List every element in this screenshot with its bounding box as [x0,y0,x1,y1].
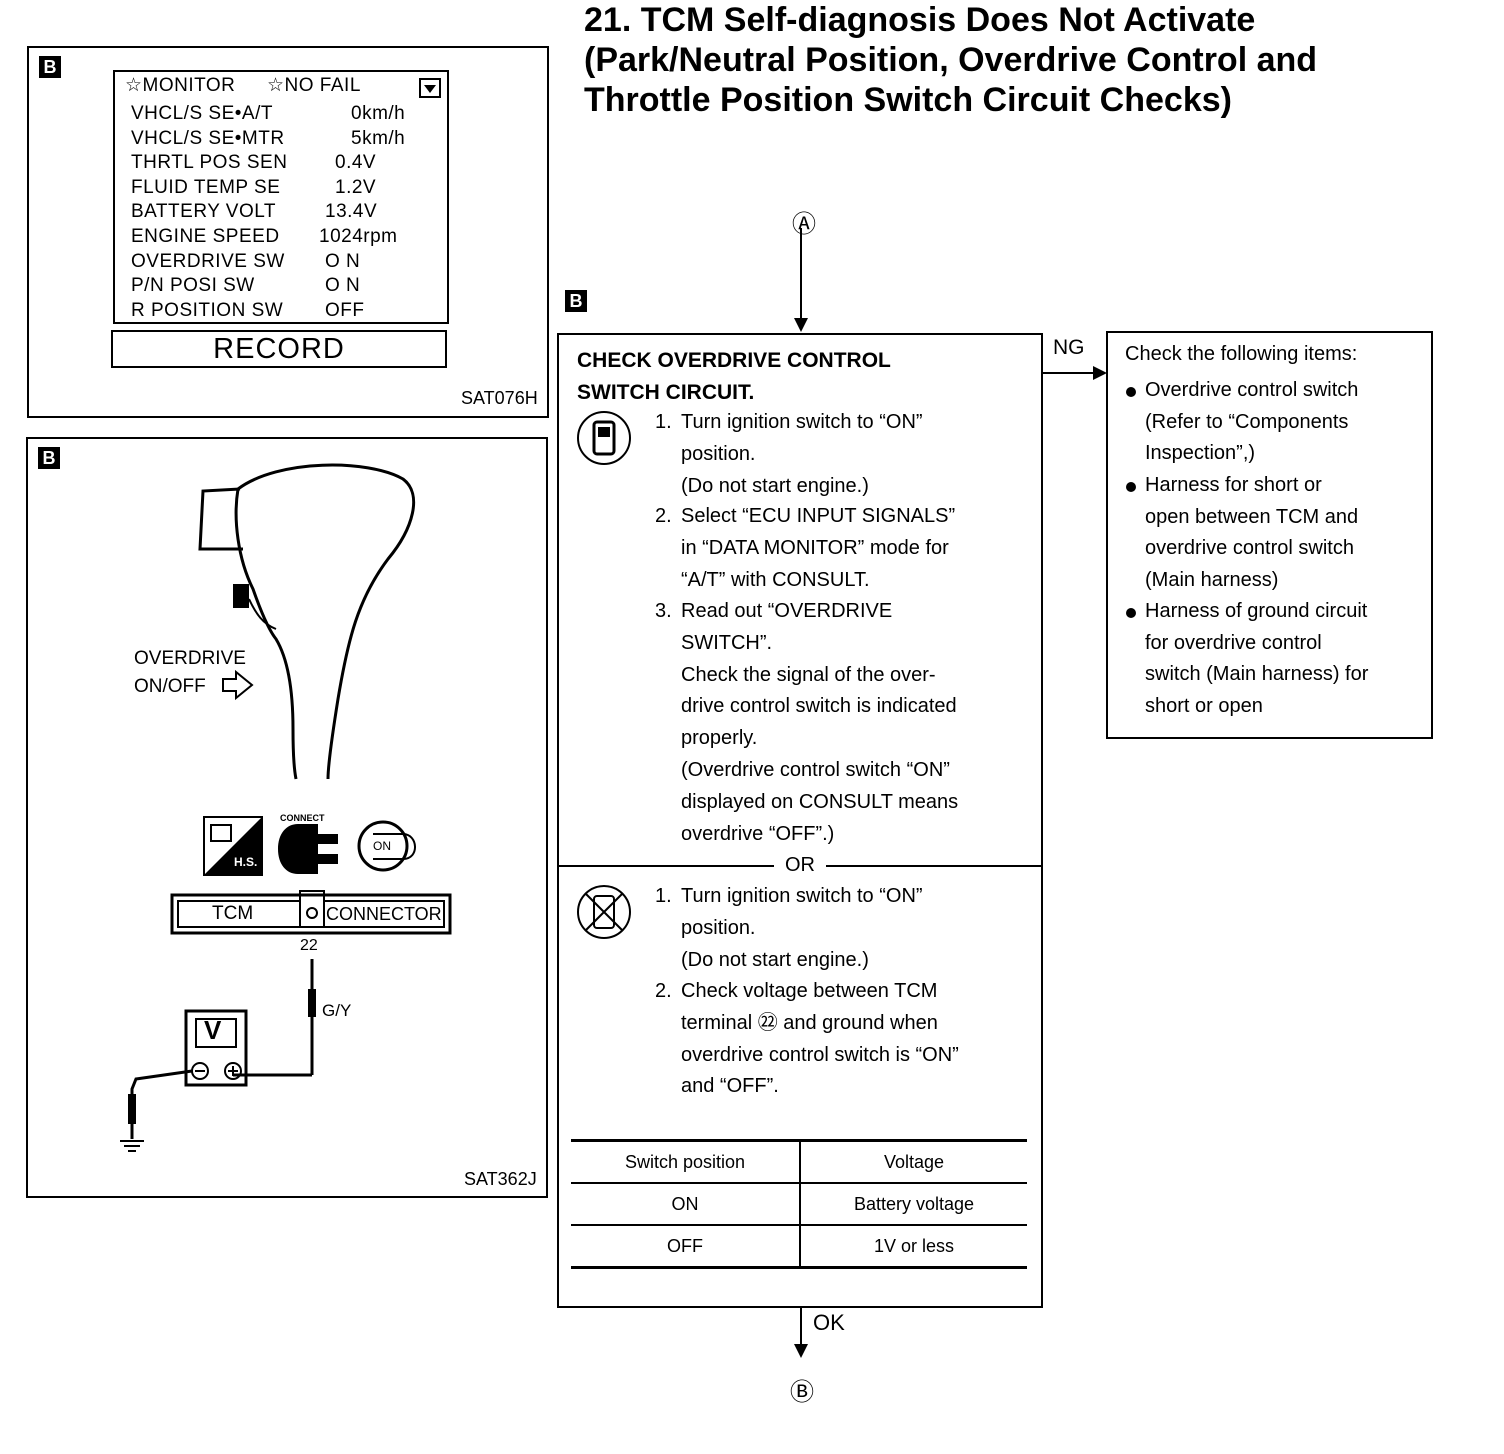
monitor-row-label: VHCL/S SE•A/T [131,103,273,124]
tcm-label: TCM [212,903,254,924]
plus-terminal-icon [224,1062,242,1080]
monitor-row-value: 1024rpm [319,226,398,247]
on-label: ON [373,839,391,853]
monitor-row-label: THRTL POS SEN [131,152,288,174]
down-arrow-icon [794,228,808,332]
right-arrow-icon [1043,366,1107,380]
shift-lever-diagram [120,463,452,1152]
bullet-icon [1126,608,1136,618]
step-number: 2. [655,505,672,527]
check-heading: CHECK OVERDRIVE CONTROL SWITCH CIRCUIT. [577,345,891,409]
connect-label: CONNECT [280,813,325,823]
figure-code: SAT076H [461,388,538,408]
ignition-on-icon [357,820,416,872]
bullet-icon [1126,387,1136,397]
title-line-3: Throttle Position Switch Circuit Checks) [584,81,1232,119]
diagram-figure-panel: B [26,437,548,1198]
start-connector-a: Ⓐ [792,211,816,238]
ok-down-arrow-icon [794,1308,808,1358]
title-line-1: 21. TCM Self-diagnosis Does Not Activate [584,1,1256,39]
step-number: 3. [655,600,672,622]
shift-knob-left-edge [234,488,298,780]
monitor-row-value: 0km/h [351,103,406,124]
voltmeter-icon [184,1009,248,1087]
monitor-row-value: O N [325,250,361,272]
monitor-row-label: OVERDRIVE SW [131,250,285,272]
table-cell: 1V or less [873,1235,955,1256]
monitor-row-value: 13.4V [325,201,378,223]
step-text: Select “ECU INPUT SIGNALS” in “DATA MONI… [681,505,956,591]
page-title: 21. TCM Self-diagnosis Does Not Activate… [584,0,1317,120]
table-header-voltage: Voltage [800,1140,1027,1184]
check-box: CHECK OVERDRIVE CONTROL SWITCH CIRCUIT. … [557,333,1043,1308]
step-number: 2. [655,980,672,1002]
connector-label: CONNECTOR [326,904,442,924]
record-button[interactable]: RECORD [111,330,447,368]
step-text: Read out “OVERDRIVE SWITCH”. Check the s… [681,600,959,845]
ok-label: OK [813,1310,845,1335]
arrow-right-icon [222,669,254,701]
table-cell: ON [571,1183,801,1226]
step-number: 1. [655,885,672,907]
voltmeter-label: V [204,1015,222,1045]
table-cell: OFF [571,1225,801,1268]
tcm-connector-outline [170,893,452,935]
ng-check-item: Harness for short or open between TCM an… [1145,474,1359,591]
connect-icon [278,824,338,874]
check-heading-line2: SWITCH CIRCUIT. [577,381,755,404]
terminal-number: 22 [300,937,318,954]
consult-icon [577,411,631,465]
ng-check-box: Check the following items: Overdrive con… [1106,331,1433,739]
monitor-row-value: OFF [325,299,365,321]
table-row: ON Battery voltage [571,1183,1027,1226]
monitor-row-label: P/N POSI SW [131,275,255,297]
monitor-header-right: ☆NO FAIL [267,75,361,96]
section-marker-b: B [39,56,61,78]
ng-heading: Check the following items: [1125,343,1358,365]
table-header-switch-position: Switch position [571,1140,801,1184]
overdrive-label-line2: ON/OFF [134,676,206,697]
end-connector-b: Ⓑ [790,1379,814,1406]
wire-color: G/Y [322,1001,352,1020]
hs-label: H.S. [234,855,258,869]
bullet-icon [1126,482,1136,492]
monitor-row-value: O N [325,275,361,297]
overdrive-switch-icon [233,584,249,608]
overdrive-label: OVERDRIVE ON/OFF [134,645,246,701]
monitor-row-value: 5km/h [351,127,406,149]
monitor-row-label: VHCL/S SE•MTR [131,127,285,149]
table-row: OFF 1V or less [571,1225,1027,1268]
step-text: Turn ignition switch to “ON” position. (… [681,411,923,497]
title-line-2: (Park/Neutral Position, Overdrive Contro… [584,41,1318,79]
monitor-row-label: R POSITION SW [131,299,284,321]
ng-check-item: Overdrive control switch (Refer to “Comp… [1145,379,1359,465]
ng-label: NG [1053,336,1085,359]
section-marker-b: B [38,447,60,469]
monitor-row-value: 0.4V [335,152,377,174]
ng-check-item: Harness of ground circuit for overdrive … [1145,600,1369,717]
shift-knob-right-edge [237,463,416,780]
figure-code: SAT362J [464,1169,537,1189]
overdrive-label-line1: OVERDRIVE [134,648,246,669]
table-header-row: Switch position Voltage [571,1140,1027,1184]
section-marker-b: B [565,290,587,312]
hs-icon [203,816,263,876]
check-heading-line1: CHECK OVERDRIVE CONTROL [577,349,891,372]
table-cell: Battery voltage [800,1183,1027,1226]
or-label: OR [774,852,826,878]
voltage-table: Switch position Voltage ON Battery volta… [571,1139,1027,1269]
scroll-down-icon[interactable] [419,78,441,98]
step-text: Check voltage between TCM terminal ㉒ and… [681,980,959,1098]
monitor-row-label: FLUID TEMP SE [131,176,281,198]
step-text: Turn ignition switch to “ON” position. (… [681,885,923,971]
no-consult-icon [577,885,631,939]
step-number: 1. [655,411,672,433]
monitor-header-left: ☆MONITOR [125,75,236,96]
monitor-row-label: ENGINE SPEED [131,226,280,247]
monitor-row-value: 1.2V [335,176,377,198]
shift-knob-button [198,487,243,551]
monitor-row-label: BATTERY VOLT [131,201,277,223]
